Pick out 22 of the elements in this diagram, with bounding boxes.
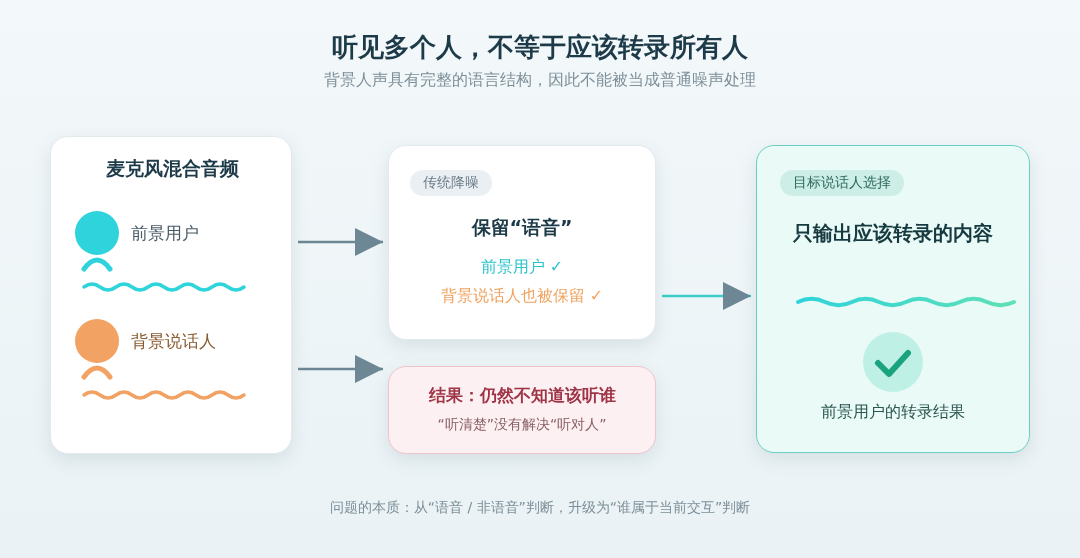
result-caption: 前景用户的转录结果 [821,401,965,423]
tag-pill: 传统降噪 [410,170,492,196]
output-card [756,145,1030,453]
check-item: 背景说话人也被保留 ✓ [440,285,604,307]
tag-pill: 目标说话人选择 [780,170,904,196]
card-heading: 保留“语音” [471,215,573,240]
process-card [388,145,656,340]
caption: 问题的本质：从“语音 / 非语音”判断，升级为“谁属于当前交互”判断 [329,499,751,517]
check-item: 前景用户 ✓ [480,256,564,278]
card-heading: 麦克风混合音频 [105,156,239,181]
speaker-label: 前景用户 [131,221,199,245]
result-card [388,366,656,454]
card-note: “听清楚”没有解决“听对人” [437,416,607,434]
subtitle: 背景人声具有完整的语言结构，因此不能被当成普通噪声处理 [324,69,756,91]
title: 听见多个人，不等于应该转录所有人 [332,30,748,64]
audio-card [50,136,292,454]
speaker-label: 背景说话人 [131,329,216,353]
arrow [298,228,383,256]
arrow [298,355,383,383]
card-heading: 只输出应该转录的内容 [793,219,993,247]
arrow [662,282,751,310]
card-heading: 结果：仍然不知道该听谁 [428,383,616,407]
